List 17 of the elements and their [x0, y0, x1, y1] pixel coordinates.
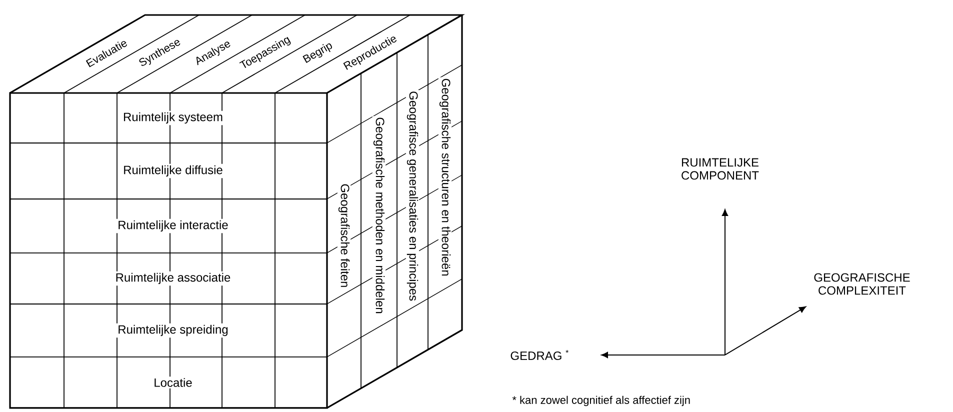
axis-label: RUIMTELIJKE COMPONENT — [682, 158, 759, 180]
arrow — [601, 352, 726, 358]
axis-label: GEDRAG $^{*}$ — [510, 350, 569, 360]
side-label: Geografische feiten — [337, 182, 351, 289]
arrow — [724, 306, 806, 356]
axis-label: GEOGRAFISCHE COMPLEXITEIT — [814, 273, 910, 295]
side-label: Geografisce generalisaties en principes — [406, 90, 420, 302]
row-label: Ruimtelijke spreiding — [116, 323, 230, 338]
arrow — [722, 209, 728, 356]
row-label: Ruimtelijke associatie — [114, 271, 232, 286]
side-label: Geografische methoden en middelen — [372, 116, 386, 315]
side-label: Geografische structuren en theorieën — [438, 77, 452, 278]
footnote: * kan zowel cognitief als affectief zijn — [512, 396, 690, 406]
row-label: Locatie — [152, 376, 194, 388]
row-label: Ruimtelijk systeem — [122, 110, 225, 126]
row-label: Ruimtelijke interactie — [116, 218, 230, 234]
row-label: Ruimtelijke diffusie — [122, 164, 224, 178]
